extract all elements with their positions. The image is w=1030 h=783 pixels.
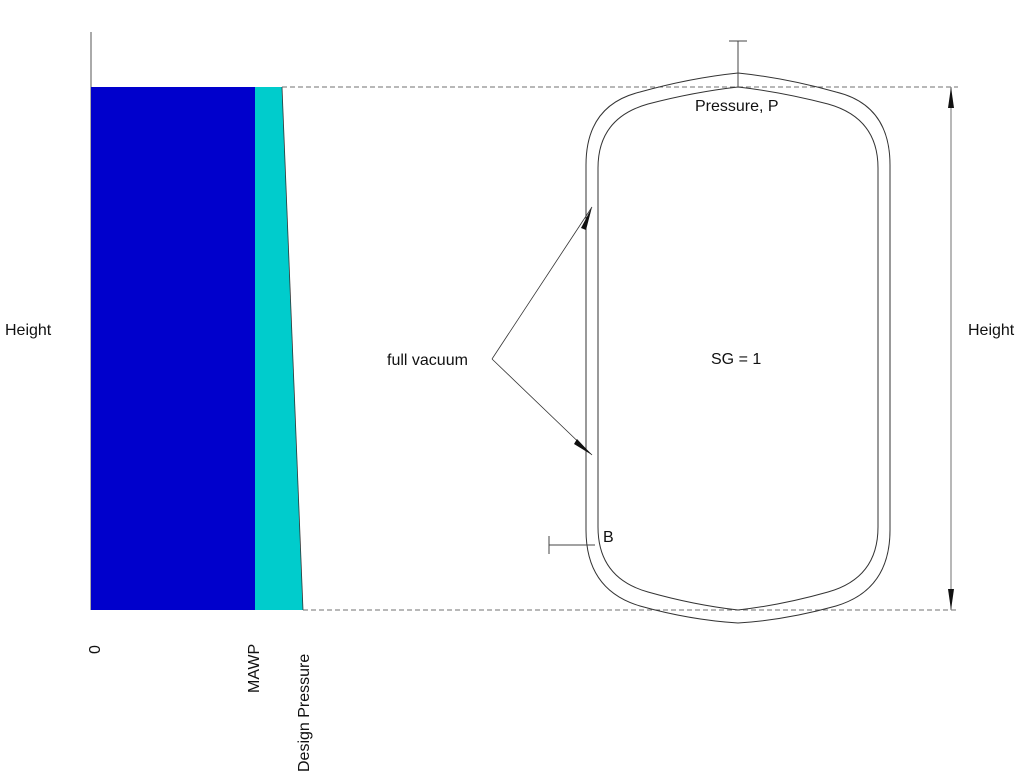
design-pressure-edge <box>281 86 304 611</box>
x-label-design-pressure: Design Pressure <box>296 653 313 772</box>
height-dimension <box>948 87 954 610</box>
hydrostatic-head-region <box>255 87 303 610</box>
vessel-inner-shell <box>597 86 879 611</box>
pressure-nozzle <box>729 40 747 87</box>
point-b-label: B <box>603 529 614 546</box>
dimension-arrow-down-icon <box>948 589 954 610</box>
full-vacuum-label: full vacuum <box>387 352 468 369</box>
point-b-marker <box>548 536 595 554</box>
left-height-label: Height <box>5 322 52 339</box>
dimension-arrow-up-icon <box>948 87 954 108</box>
full-vacuum-callout-leaders <box>491 206 593 456</box>
pressure-profile-chart <box>90 32 304 611</box>
x-label-mawp: MAWP <box>246 643 263 693</box>
pressure-p-label: Pressure, P <box>695 98 779 115</box>
x-label-zero: 0 <box>87 645 104 654</box>
mawp-region <box>91 87 255 610</box>
arrowhead-lower-icon <box>574 439 592 455</box>
specific-gravity-label: SG = 1 <box>711 351 762 368</box>
right-height-label: Height <box>968 322 1015 339</box>
vessel-outer-shell <box>585 72 891 624</box>
arrowhead-upper-icon <box>581 207 592 230</box>
